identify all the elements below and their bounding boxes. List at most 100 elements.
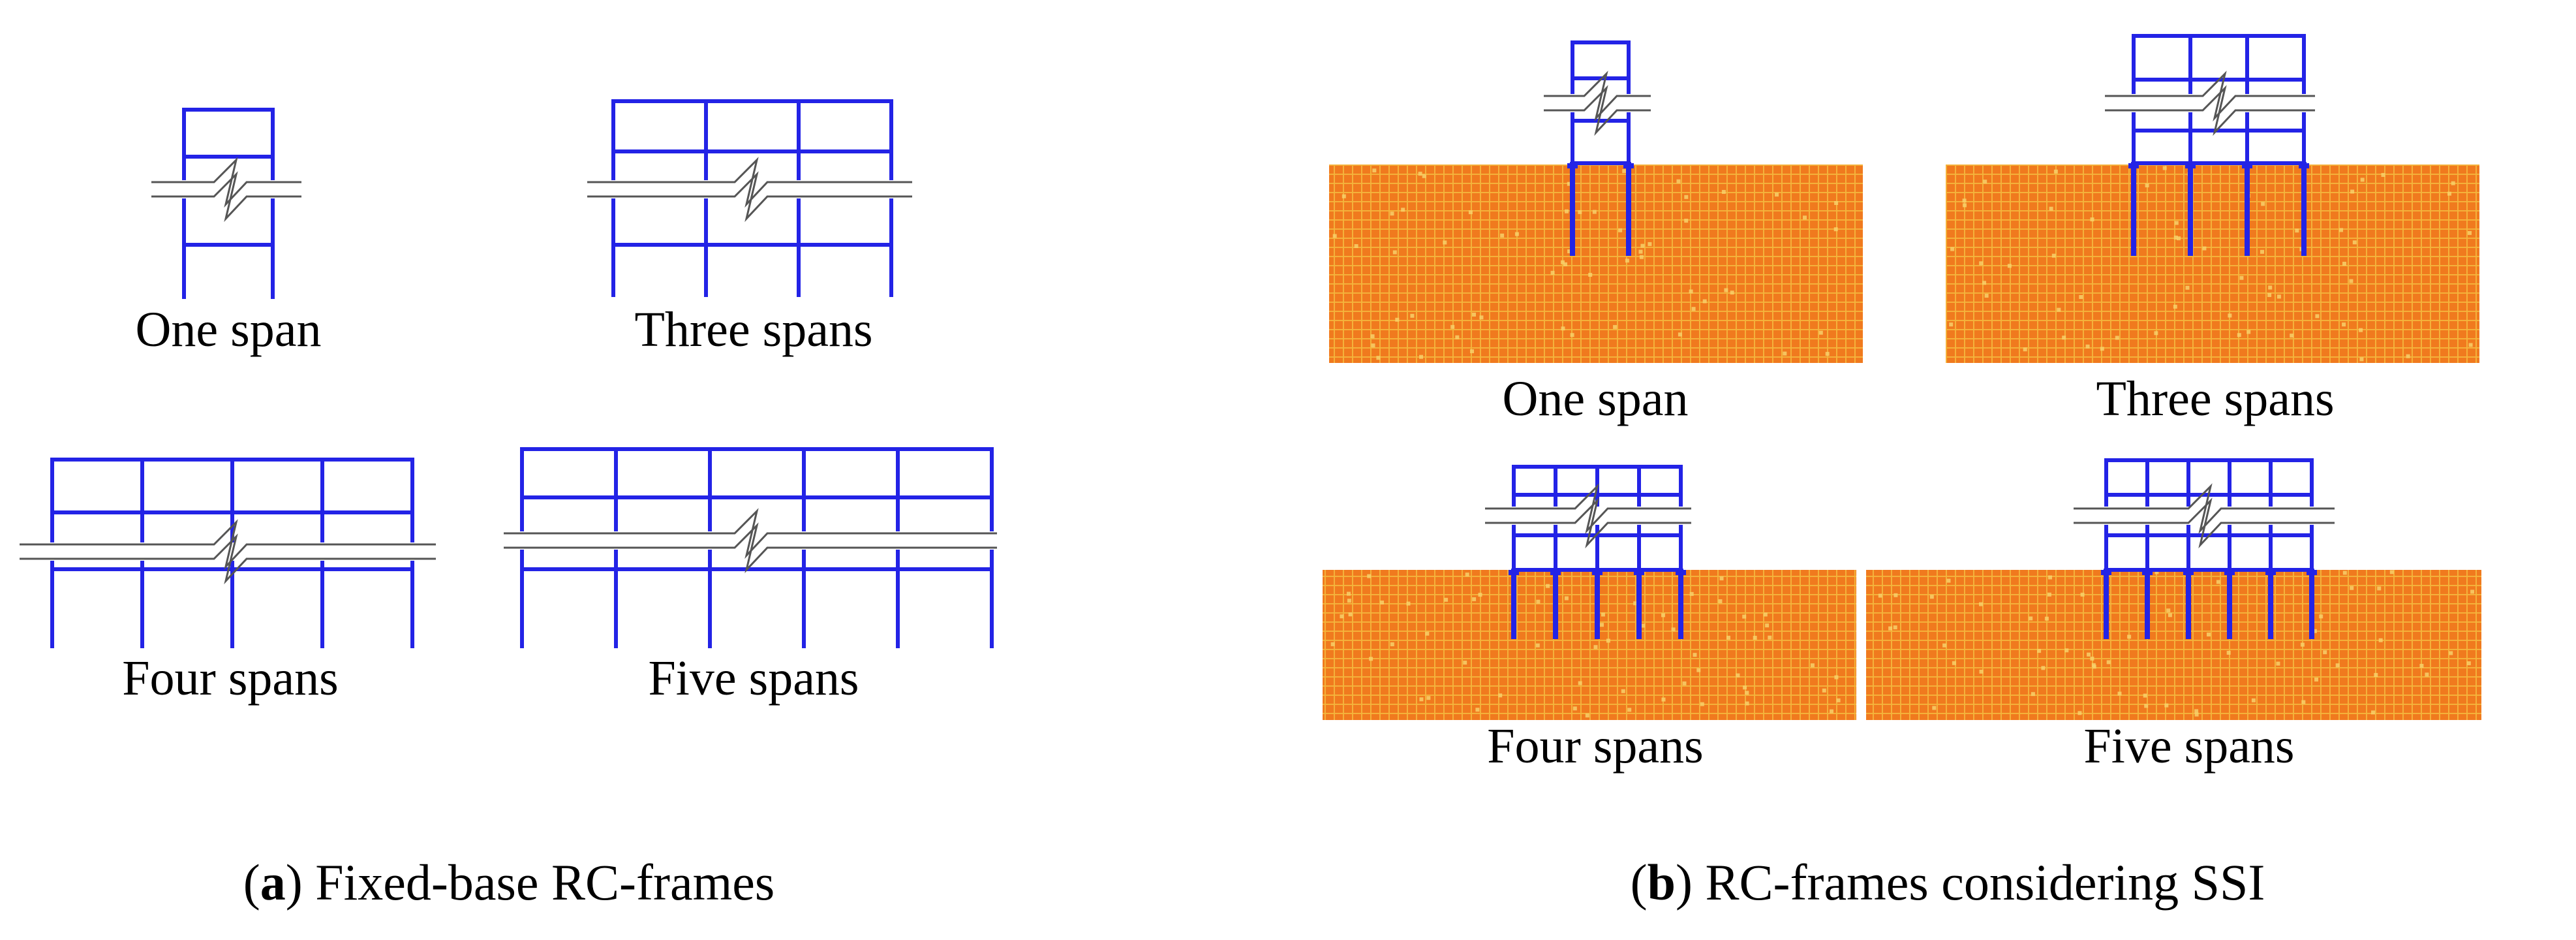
soil-speck bbox=[1830, 709, 1833, 713]
soil-speck bbox=[2168, 613, 2172, 618]
soil-speck bbox=[1565, 209, 1569, 213]
pile-cap bbox=[2307, 570, 2317, 575]
break-symbol bbox=[20, 519, 436, 585]
soil-speck bbox=[2451, 181, 2455, 185]
soil-speck bbox=[1601, 612, 1605, 617]
break-symbol bbox=[1485, 483, 1691, 549]
soil-speck bbox=[2261, 202, 2265, 206]
pile-cap bbox=[2101, 570, 2111, 575]
soil-speck bbox=[1952, 661, 1956, 665]
break-symbol bbox=[587, 157, 912, 223]
soil-speck bbox=[2237, 333, 2241, 337]
soil-speck bbox=[2202, 246, 2207, 251]
break-symbol bbox=[504, 508, 997, 574]
soil-speck bbox=[1775, 193, 1779, 197]
soil-speck bbox=[1942, 643, 1947, 648]
pile-cap bbox=[2299, 163, 2309, 168]
pile-cap bbox=[1567, 163, 1578, 168]
soil-speck bbox=[1585, 713, 1589, 718]
soil-speck bbox=[1563, 262, 1567, 266]
soil-speck bbox=[1689, 591, 1694, 596]
soil-speck bbox=[1818, 330, 1823, 335]
soil-speck bbox=[1946, 578, 1951, 583]
soil-speck bbox=[2185, 285, 2190, 290]
soil-speck bbox=[1743, 685, 1747, 690]
soil-speck bbox=[1472, 312, 1476, 317]
soil-speck bbox=[2177, 236, 2181, 241]
soil-speck bbox=[2468, 230, 2472, 235]
frame-a-five-spans bbox=[504, 447, 997, 648]
break-line-lower bbox=[587, 171, 912, 223]
break-line-lower bbox=[2074, 497, 2335, 549]
frame-b-four-spans bbox=[1485, 465, 1691, 639]
soil-speck bbox=[2174, 221, 2179, 225]
break-line-lower bbox=[2105, 85, 2315, 136]
caption-b-letter: b bbox=[1648, 854, 1676, 911]
soil-speck bbox=[2300, 642, 2305, 647]
soil-speck bbox=[1444, 597, 1449, 602]
soil-speck bbox=[2470, 589, 2475, 594]
soil-speck bbox=[1354, 244, 1358, 248]
pile-cap bbox=[1592, 570, 1602, 575]
soil-speck bbox=[2087, 652, 2091, 657]
soil-speck bbox=[2037, 649, 2042, 653]
soil-speck bbox=[2049, 206, 2053, 211]
soil-speck bbox=[1390, 642, 1394, 646]
soil-speck bbox=[1768, 635, 1772, 640]
soil-speck bbox=[2339, 228, 2343, 232]
soil-speck bbox=[1834, 201, 1839, 205]
soil-speck bbox=[2194, 712, 2199, 717]
soil-speck bbox=[2117, 691, 2122, 696]
soil-speck bbox=[2352, 240, 2357, 245]
soil-speck bbox=[1567, 249, 1572, 253]
pile-cap bbox=[2224, 570, 2235, 575]
soil-speck bbox=[1718, 599, 1723, 603]
frame-b-three-spans bbox=[2105, 34, 2315, 256]
soil-speck bbox=[2166, 608, 2171, 613]
pile-cap bbox=[2242, 163, 2252, 168]
panel-a: One span Three spans Four spans Five spa… bbox=[20, 99, 997, 911]
soil-speck bbox=[1472, 597, 1477, 601]
soil-speck bbox=[1810, 663, 1815, 668]
soil-speck bbox=[2335, 663, 2340, 668]
label-b-four-spans: Four spans bbox=[1487, 719, 1703, 774]
pile-cap bbox=[1550, 570, 1561, 575]
soil-speck bbox=[2090, 217, 2094, 222]
soil-speck bbox=[1888, 626, 1893, 631]
frame-a-one-span bbox=[151, 108, 301, 299]
soil-speck bbox=[1348, 612, 1353, 617]
soil-speck bbox=[2319, 614, 2323, 619]
soil-speck bbox=[1803, 215, 1807, 220]
soil-speck bbox=[2080, 592, 2085, 597]
soil-speck bbox=[1726, 635, 1730, 640]
soil-speck bbox=[2007, 264, 2012, 268]
soil-speck bbox=[2228, 313, 2232, 318]
break-symbol bbox=[1544, 70, 1651, 136]
soil-speck bbox=[2360, 178, 2365, 182]
soil-speck bbox=[1570, 333, 1574, 337]
soil-speck bbox=[1648, 242, 1652, 246]
break-line-upper bbox=[587, 157, 912, 208]
soil-speck bbox=[2359, 328, 2363, 332]
soil-speck bbox=[2425, 672, 2429, 677]
soil-speck bbox=[1546, 584, 1550, 588]
soil-speck bbox=[1724, 288, 1728, 292]
soil-speck bbox=[1606, 638, 1610, 643]
soil-speck bbox=[1641, 623, 1646, 628]
frame-b-five-spans bbox=[2074, 458, 2335, 639]
soil-speck bbox=[2047, 592, 2051, 597]
soil-speck bbox=[2057, 307, 2061, 312]
soil-speck bbox=[1693, 653, 1697, 657]
pile-cap bbox=[2128, 163, 2139, 168]
soil-speck bbox=[2127, 634, 2132, 639]
soil-speck bbox=[1455, 335, 1460, 339]
soil-speck bbox=[1332, 234, 1337, 238]
soil-block-five-spans bbox=[1866, 570, 2481, 720]
soil-speck bbox=[2078, 711, 2082, 715]
soil-speck bbox=[1982, 281, 1986, 285]
break-line-upper bbox=[504, 508, 997, 559]
soil-speck bbox=[1689, 289, 1693, 294]
break-line-upper bbox=[1544, 70, 1651, 122]
break-line-upper bbox=[20, 519, 436, 571]
soil-speck bbox=[2041, 666, 2046, 670]
